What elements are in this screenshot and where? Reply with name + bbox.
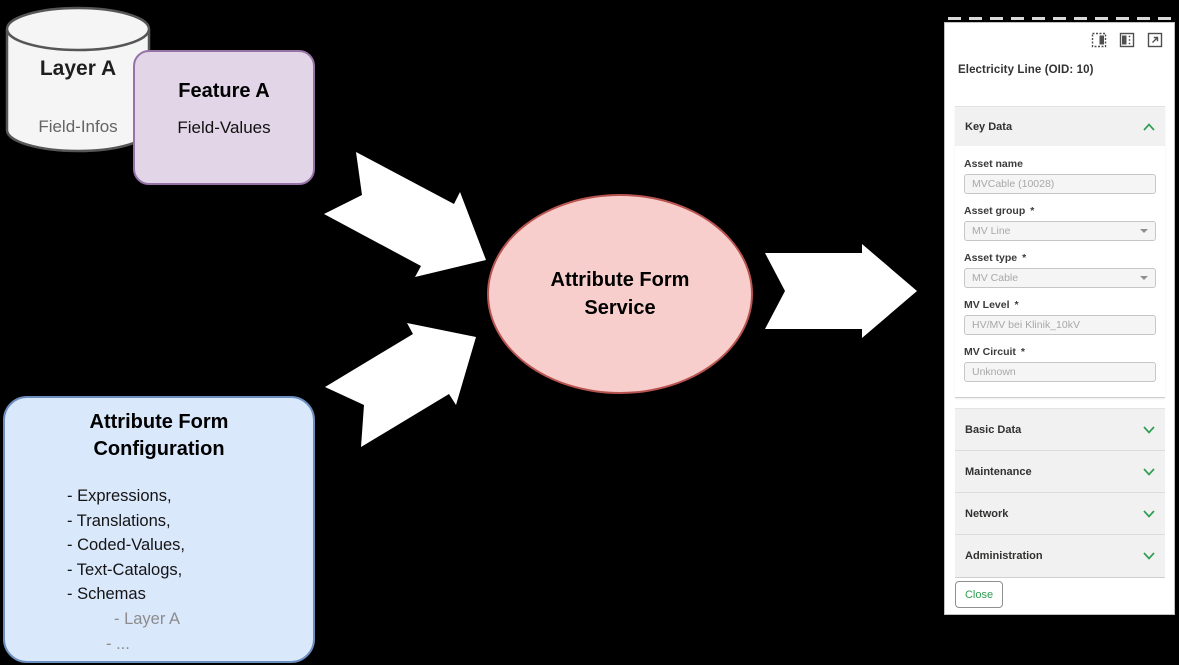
section-label: Maintenance	[965, 465, 1032, 478]
field-label: MV Circuit	[964, 346, 1016, 358]
config-item: - Text-Catalogs,	[67, 560, 183, 579]
chevron-down-icon	[1143, 467, 1155, 476]
section-key-data: Key Data Asset name MVCable (10028) Asse…	[955, 106, 1165, 398]
field-label: Asset type	[964, 252, 1018, 264]
section-label: Basic Data	[965, 423, 1022, 436]
panel-toolbar	[1091, 32, 1163, 48]
section-header-maintenance[interactable]: Maintenance	[955, 451, 1165, 493]
input-value: Unknown	[972, 366, 1016, 378]
attribute-form-service-ellipse: Attribute Form Service	[487, 194, 753, 394]
dock-panel-left-icon[interactable]	[1119, 32, 1135, 48]
dropdown-caret-icon	[1140, 229, 1148, 233]
collapsed-sections: Basic Data Maintenance Network Administr…	[955, 408, 1165, 578]
attribute-form-configuration-box: Attribute Form Configuration - Expressio…	[3, 396, 315, 663]
key-data-fields: Asset name MVCable (10028) Asset group * …	[955, 146, 1165, 397]
feature-a-title: Feature A	[178, 80, 270, 102]
open-in-new-window-icon[interactable]	[1147, 32, 1163, 48]
config-item: - Expressions,	[67, 487, 172, 505]
arrow-service-to-form-icon	[765, 244, 917, 338]
dock-panel-right-icon[interactable]	[1091, 32, 1107, 48]
section-label: Administration	[965, 550, 1043, 562]
required-marker: *	[1022, 252, 1027, 264]
cylinder-shape-icon	[5, 6, 151, 153]
dropdown-caret-icon	[1140, 276, 1148, 280]
field-mv-circuit: MV Circuit * Unknown	[964, 346, 1156, 382]
config-item: - Schemas	[67, 585, 146, 604]
layer-a-subtitle: Field-Infos	[38, 117, 118, 136]
input-value: MVCable (10028)	[972, 178, 1055, 190]
config-sub-item: - ...	[106, 634, 130, 653]
chevron-down-icon	[1143, 509, 1155, 518]
field-label: Asset group	[964, 205, 1026, 217]
field-asset-group: Asset group * MV Line	[964, 205, 1156, 241]
asset-type-select[interactable]: MV Cable	[964, 268, 1156, 288]
select-value: MV Line	[972, 225, 1011, 237]
service-title-line1: Attribute Form	[550, 269, 690, 291]
field-mv-level: MV Level * HV/MV bei Klinik_10kV	[964, 299, 1156, 335]
config-item: - Coded-Values,	[67, 536, 186, 555]
attribute-form-panel: Electricity Line (OID: 10) Key Data Asse…	[944, 22, 1175, 615]
mv-level-input[interactable]: HV/MV bei Klinik_10kV	[964, 315, 1156, 335]
section-label: Key Data	[965, 120, 1013, 133]
required-marker: *	[1030, 205, 1035, 217]
feature-a-box: Feature A Field-Values	[133, 50, 315, 185]
close-button[interactable]: Close	[955, 581, 1003, 608]
chevron-up-icon	[1143, 122, 1155, 131]
service-title-line2: Service	[584, 297, 656, 319]
field-asset-type: Asset type * MV Cable	[964, 252, 1156, 288]
config-item-list: - Expressions, - Translations, - Coded-V…	[67, 484, 313, 656]
field-label: Asset name	[964, 158, 1023, 170]
section-header-administration[interactable]: Administration	[955, 535, 1165, 577]
panel-title: Electricity Line (OID: 10)	[958, 64, 1094, 76]
asset-group-select[interactable]: MV Line	[964, 221, 1156, 241]
layer-a-cylinder: Layer A Field-Infos	[4, 3, 152, 153]
config-item: - Translations,	[67, 511, 171, 530]
arrow-feature-to-service-icon	[324, 152, 486, 277]
cropped-ui-fragment	[948, 17, 1172, 20]
required-marker: *	[1014, 299, 1019, 311]
mv-circuit-input[interactable]: Unknown	[964, 362, 1156, 382]
section-header-key-data[interactable]: Key Data	[955, 106, 1165, 146]
section-header-basic-data[interactable]: Basic Data	[955, 409, 1165, 451]
field-label: MV Level	[964, 299, 1010, 311]
layer-a-title: Layer A	[39, 57, 117, 80]
required-marker: *	[1020, 346, 1026, 358]
section-header-network[interactable]: Network	[955, 493, 1165, 535]
input-value: HV/MV bei Klinik_10kV	[972, 319, 1080, 331]
config-sub-item: - Layer A	[114, 609, 181, 628]
asset-name-input[interactable]: MVCable (10028)	[964, 174, 1156, 194]
section-label: Network	[965, 507, 1009, 520]
chevron-down-icon	[1143, 552, 1155, 560]
config-title: Attribute Form Configuration	[89, 411, 229, 460]
chevron-down-icon	[1143, 425, 1155, 434]
field-asset-name: Asset name MVCable (10028)	[964, 158, 1156, 194]
feature-a-subtitle: Field-Values	[177, 118, 271, 137]
arrow-config-to-service-icon	[325, 323, 476, 447]
select-value: MV Cable	[972, 272, 1019, 284]
